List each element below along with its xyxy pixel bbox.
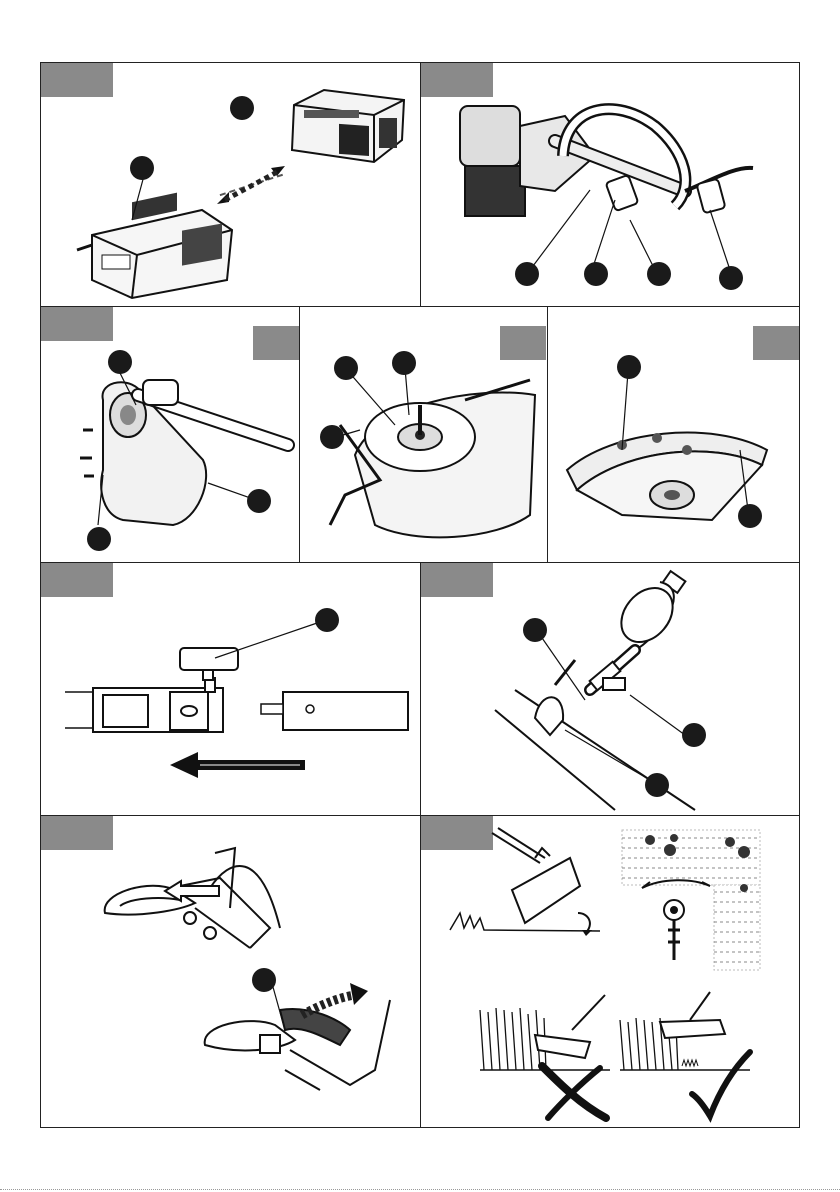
section-tab-6 bbox=[41, 816, 113, 850]
attach-arrow-heads bbox=[215, 158, 287, 210]
callout-dot bbox=[682, 723, 706, 747]
callout-dot bbox=[515, 262, 539, 286]
callout-dot bbox=[334, 356, 358, 380]
section-tab-1 bbox=[41, 63, 113, 97]
callout-dot bbox=[645, 773, 669, 797]
callout-dot bbox=[252, 968, 276, 992]
callout-dot bbox=[523, 618, 547, 642]
cover-leader-lines bbox=[600, 360, 760, 520]
sub-tab-c bbox=[753, 326, 799, 360]
col-divider-row2a bbox=[299, 306, 300, 562]
buckle-leader-line bbox=[265, 985, 295, 1025]
section-tab-4 bbox=[41, 563, 113, 597]
cross-mark-icon bbox=[540, 1064, 608, 1120]
assembly-leader-lines bbox=[520, 170, 740, 280]
col-divider-row3 bbox=[420, 562, 421, 815]
callout-dot bbox=[584, 262, 608, 286]
pull-arrow-icon bbox=[300, 975, 370, 1025]
callout-dot bbox=[315, 608, 339, 632]
callout-dot bbox=[617, 355, 641, 379]
knob-leader-line bbox=[200, 620, 330, 660]
sub-tab-b bbox=[500, 326, 546, 360]
section-tab-5 bbox=[421, 563, 493, 597]
section-tab-3 bbox=[41, 307, 113, 341]
callout-dot bbox=[719, 266, 743, 290]
callout-dot bbox=[230, 96, 254, 120]
col-divider-row2b bbox=[547, 306, 548, 562]
row-divider-1 bbox=[40, 306, 800, 307]
callout-dot bbox=[647, 262, 671, 286]
page-bottom-edge bbox=[0, 1189, 840, 1190]
section-tab-2 bbox=[421, 63, 493, 97]
callout-dot bbox=[320, 425, 344, 449]
hook-leader-lines bbox=[535, 630, 705, 790]
sub-tab-a bbox=[253, 326, 299, 360]
col-divider-row4 bbox=[420, 815, 421, 1128]
callout-dot bbox=[738, 504, 762, 528]
guard-leader-lines bbox=[88, 365, 268, 535]
callout-dot bbox=[392, 351, 416, 375]
callout-dot bbox=[247, 489, 271, 513]
callout-dot bbox=[130, 156, 154, 180]
slide-arrow-icon bbox=[163, 880, 223, 902]
battery-illustration bbox=[284, 80, 409, 170]
grass-field-illustration bbox=[622, 830, 760, 970]
callout-dot bbox=[108, 350, 132, 374]
check-mark-icon bbox=[690, 1050, 752, 1120]
callout-dot bbox=[87, 527, 111, 551]
col-divider-row1 bbox=[420, 62, 421, 306]
tilt-head-illustration bbox=[450, 828, 610, 943]
push-arrow-icon bbox=[170, 752, 305, 778]
